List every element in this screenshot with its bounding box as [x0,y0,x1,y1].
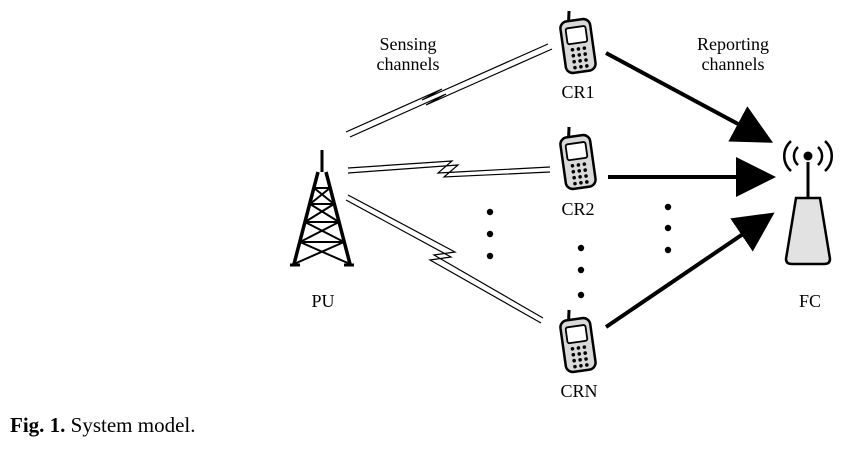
reporting-ellipsis-dots [664,203,672,254]
sensing-channel-crn [345,194,544,324]
cr2-label: CR2 [561,199,595,219]
reporting-label-line2: channels [701,54,765,74]
system-model-diagram [290,6,834,375]
sensing-label-line2: channels [376,54,440,74]
figure-number: Fig. 1. [10,413,66,437]
reporting-channels-label: Reporting channels [678,34,788,74]
sensing-channel-cr2 [347,160,551,178]
pu-label: PU [311,291,335,311]
pu-tower-icon [290,150,354,267]
cr-ellipsis-dots-left [486,208,494,260]
reporting-label-line1: Reporting [697,34,769,54]
crn-phone-icon [556,305,598,375]
fc-antenna-icon [782,140,834,266]
figure-caption: Fig. 1. System model. [10,412,196,438]
sensing-label-line1: Sensing [379,34,437,54]
cr1-label: CR1 [561,82,595,102]
reporting-arrow-cr1 [605,51,774,143]
crn-label: CRN [560,381,598,401]
figure-caption-text: System model. [70,413,196,437]
sensing-channel-cr1 [345,43,553,138]
reporting-arrow-crn [604,212,775,329]
fc-label: FC [798,291,822,311]
cr-ellipsis-dots-center [577,244,585,299]
cr2-phone-icon [556,122,598,192]
sensing-channels-label: Sensing channels [358,34,458,74]
cr1-phone-icon [556,6,598,76]
